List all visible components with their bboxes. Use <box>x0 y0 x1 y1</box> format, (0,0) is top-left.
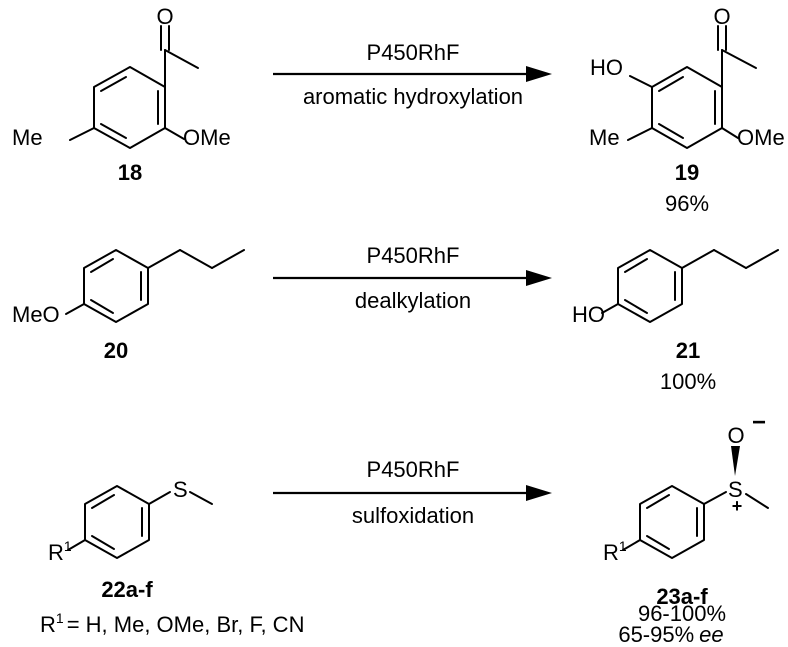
ketone-oxygen: O <box>713 4 730 29</box>
compound-21: HO 21 100% <box>572 249 779 394</box>
compound-number: 18 <box>118 160 142 185</box>
reaction-arrow-3: P450RhF sulfoxidation <box>273 457 552 528</box>
compound-number: 21 <box>676 338 700 363</box>
r-superscript: 1 <box>56 610 64 626</box>
hydroxy-label: HO <box>590 55 623 80</box>
condition-label: sulfoxidation <box>352 503 474 528</box>
methyl-label: Me <box>12 125 43 150</box>
sulfur-label: S <box>728 477 743 502</box>
condition-label: dealkylation <box>355 288 471 313</box>
oxygen-label: O <box>727 423 744 448</box>
arrow-head <box>526 270 552 286</box>
benzene-ring <box>617 249 683 323</box>
compound-number: 22a-f <box>101 577 153 602</box>
benzene-ring <box>84 485 150 559</box>
benzene-ring <box>639 485 705 559</box>
compound-19: O HO OMe Me 19 96% <box>589 4 785 216</box>
sulfur-label: S <box>173 477 188 502</box>
plus-charge: + <box>732 496 743 516</box>
compound-23a-f: S + O − R1 23a-f 96-100% 65-95%ee <box>603 409 769 647</box>
reagent-label: P450RhF <box>367 243 460 268</box>
reagent-label: P450RhF <box>367 40 460 65</box>
methoxy-label: OMe <box>737 125 785 150</box>
yield-label: 100% <box>660 369 716 394</box>
reagent-label: P450RhF <box>367 457 460 482</box>
r-group-definition: R1= H, Me, OMe, Br, F, CN <box>40 610 304 637</box>
benzene-ring <box>93 66 166 149</box>
reaction-arrow-1: P450RhF aromatic hydroxylation <box>273 40 552 109</box>
compound-18: O OMe Me 18 <box>12 4 231 185</box>
methyl-label: Me <box>589 125 620 150</box>
hydroxy-label: HO <box>572 302 605 327</box>
benzene-ring <box>83 249 149 323</box>
ee-value: 65-95% <box>618 622 694 647</box>
compound-number: 19 <box>675 160 699 185</box>
r-group-label: R1 <box>48 538 72 565</box>
reaction-arrow-2: P450RhF dealkylation <box>273 243 552 313</box>
ketone-oxygen: O <box>156 4 173 29</box>
yield-label: 96-100% <box>638 601 726 626</box>
compound-number: 23a-f <box>656 584 708 609</box>
r-symbol: R <box>40 612 56 637</box>
methoxy-label: OMe <box>183 125 231 150</box>
yield-label: 96% <box>665 191 709 216</box>
ee-text: ee <box>699 622 723 647</box>
minus-charge: − <box>752 409 766 436</box>
compound-20: MeO 20 <box>12 249 245 363</box>
ee-label: 65-95%ee <box>618 622 723 647</box>
wedge-bond <box>731 446 740 476</box>
arrow-head <box>526 66 552 82</box>
r-values: = H, Me, OMe, Br, F, CN <box>67 612 305 637</box>
compound-number: 20 <box>104 338 128 363</box>
benzene-ring <box>651 66 723 149</box>
r-group-label: R1 <box>603 538 627 565</box>
methoxy-label: MeO <box>12 302 60 327</box>
condition-label: aromatic hydroxylation <box>303 84 523 109</box>
svg-text:R1= H, Me, OMe, Br, F, CN: R1= H, Me, OMe, Br, F, CN <box>40 610 304 637</box>
arrow-head <box>526 485 552 501</box>
compound-22a-f: S R1 22a-f <box>48 477 213 602</box>
